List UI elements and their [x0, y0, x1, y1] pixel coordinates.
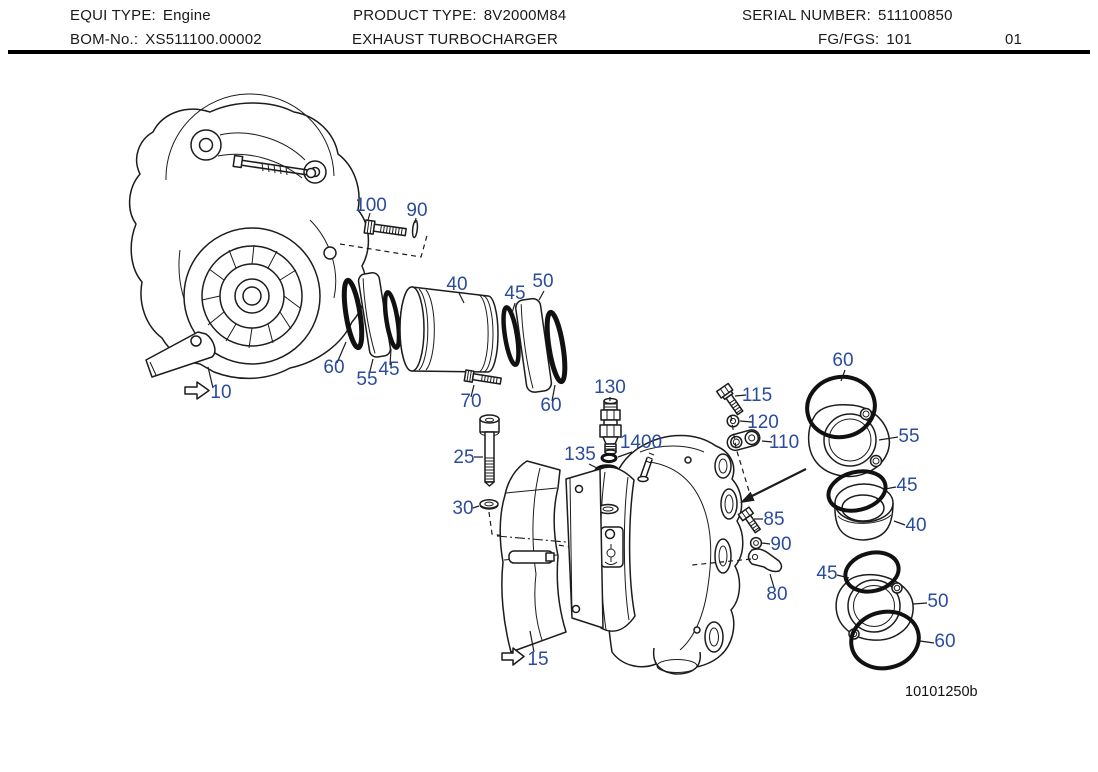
- equi-type-field: EQUI TYPE: Engine: [70, 7, 211, 24]
- part-oring-45-mid: [501, 305, 521, 367]
- pipe-parts-row: [341, 272, 568, 393]
- callout-50-right: 50: [927, 591, 948, 612]
- equi-type-value: Engine: [162, 7, 211, 24]
- part-bolt-85: [737, 506, 761, 534]
- callout-50-left: 50: [532, 271, 553, 292]
- callout-80: 80: [766, 584, 787, 605]
- callout-45-left: 45: [378, 359, 399, 380]
- part-oring-45-left: [382, 290, 402, 350]
- callout-30: 30: [452, 498, 473, 519]
- product-type-field: PRODUCT TYPE: 8V2000M84: [353, 7, 566, 24]
- part-bolt-70: [463, 369, 502, 385]
- callout-120: 120: [747, 412, 779, 433]
- part-bolt-100: [363, 219, 407, 237]
- part-oring-45-upper-right: [826, 469, 888, 513]
- fg-fgs-label: FG/FGS:: [818, 31, 880, 48]
- callout-40-pipe: 40: [446, 274, 467, 295]
- callout-1400: 1400: [620, 432, 662, 453]
- callout-85: 85: [763, 509, 784, 530]
- callout-60-top-right: 60: [832, 350, 853, 371]
- callout-110: 110: [769, 432, 799, 453]
- callout-55-left: 55: [356, 369, 377, 390]
- part-bolt-115: [715, 382, 744, 416]
- bom-no-field: BOM-No.: XS511100.00002: [70, 31, 262, 48]
- serial-number-label: SERIAL NUMBER:: [742, 7, 871, 24]
- callout-135: 135: [564, 444, 596, 465]
- serial-number-field: SERIAL NUMBER: 511100850: [742, 7, 953, 24]
- product-type-value: 8V2000M84: [483, 7, 567, 24]
- assembly-description: EXHAUST TURBOCHARGER: [352, 31, 558, 48]
- wastegate-actuator-rod: [232, 154, 317, 179]
- assembly-description-text: EXHAUST TURBOCHARGER: [352, 31, 558, 48]
- part-washer-90: [749, 536, 763, 550]
- part-oring-60-mid: [544, 309, 568, 385]
- callout-115: 115: [742, 385, 772, 406]
- callout-45-lower-right: 45: [816, 563, 837, 584]
- leader-lines: [207, 212, 935, 653]
- callout-45-mid: 45: [504, 283, 525, 304]
- callout-60-bottom-right: 60: [934, 631, 955, 652]
- callout-15: 15: [527, 649, 548, 670]
- ref-arrow-icon-15: [501, 647, 525, 666]
- part-oring-45-lower-right: [843, 550, 901, 594]
- ref-arrow-icon-10: [184, 381, 210, 400]
- part-oring-1400: [600, 452, 618, 464]
- callout-130: 130: [594, 377, 626, 398]
- callout-40-right: 40: [905, 515, 926, 536]
- compressor-blades: [201, 244, 301, 349]
- callout-90-right: 90: [770, 534, 791, 555]
- callout-70: 70: [460, 391, 481, 412]
- header-divider: [8, 50, 1090, 54]
- mount-direction-arrow: [740, 467, 807, 503]
- dashed-locator-100: [339, 231, 429, 258]
- part-oring-60-top-right: [805, 374, 877, 440]
- part-washer-30: [479, 499, 499, 510]
- part-pipe-40: [399, 286, 499, 373]
- callout-25: 25: [453, 447, 474, 468]
- callout-60-left: 60: [323, 357, 344, 378]
- figure-id: 10101250b: [905, 684, 978, 700]
- equi-type-label: EQUI TYPE:: [70, 7, 156, 24]
- callout-90-top: 90: [406, 200, 427, 221]
- bom-no-label: BOM-No.:: [70, 31, 139, 48]
- part-washer-120: [726, 414, 740, 428]
- part-oring-60-left: [341, 277, 365, 351]
- sheet-number-text: 01: [1005, 31, 1023, 48]
- part-fitting-130: [599, 397, 622, 455]
- bom-no-value: XS511100.00002: [145, 31, 262, 48]
- part-bolt-25: [479, 414, 500, 487]
- fg-fgs-field: FG/FGS: 101: [818, 31, 912, 48]
- dashed-locator-80: [691, 558, 752, 566]
- outlet-ring-stack: [805, 374, 921, 671]
- fg-fgs-value: 101: [886, 31, 913, 48]
- serial-number-value: 511100850: [877, 7, 953, 24]
- product-type-label: PRODUCT TYPE:: [353, 7, 477, 24]
- dashed-locator-110: [730, 415, 750, 492]
- callout-45-upper-right: 45: [896, 475, 917, 496]
- part-flange-55-right: [807, 404, 890, 478]
- part-sleeve-50-left: [515, 297, 553, 393]
- sheet-number: 01: [1005, 31, 1022, 48]
- part-clamp-80: [747, 548, 783, 573]
- part-turbocharger-assembly-10: [128, 93, 370, 380]
- callout-60-mid: 60: [540, 395, 561, 416]
- callout-55-right: 55: [898, 426, 919, 447]
- callout-10: 10: [210, 382, 231, 403]
- part-turbocharger-assembly-15: [496, 434, 744, 675]
- callout-100: 100: [355, 195, 387, 216]
- part-oring-60-bottom-right: [849, 609, 921, 671]
